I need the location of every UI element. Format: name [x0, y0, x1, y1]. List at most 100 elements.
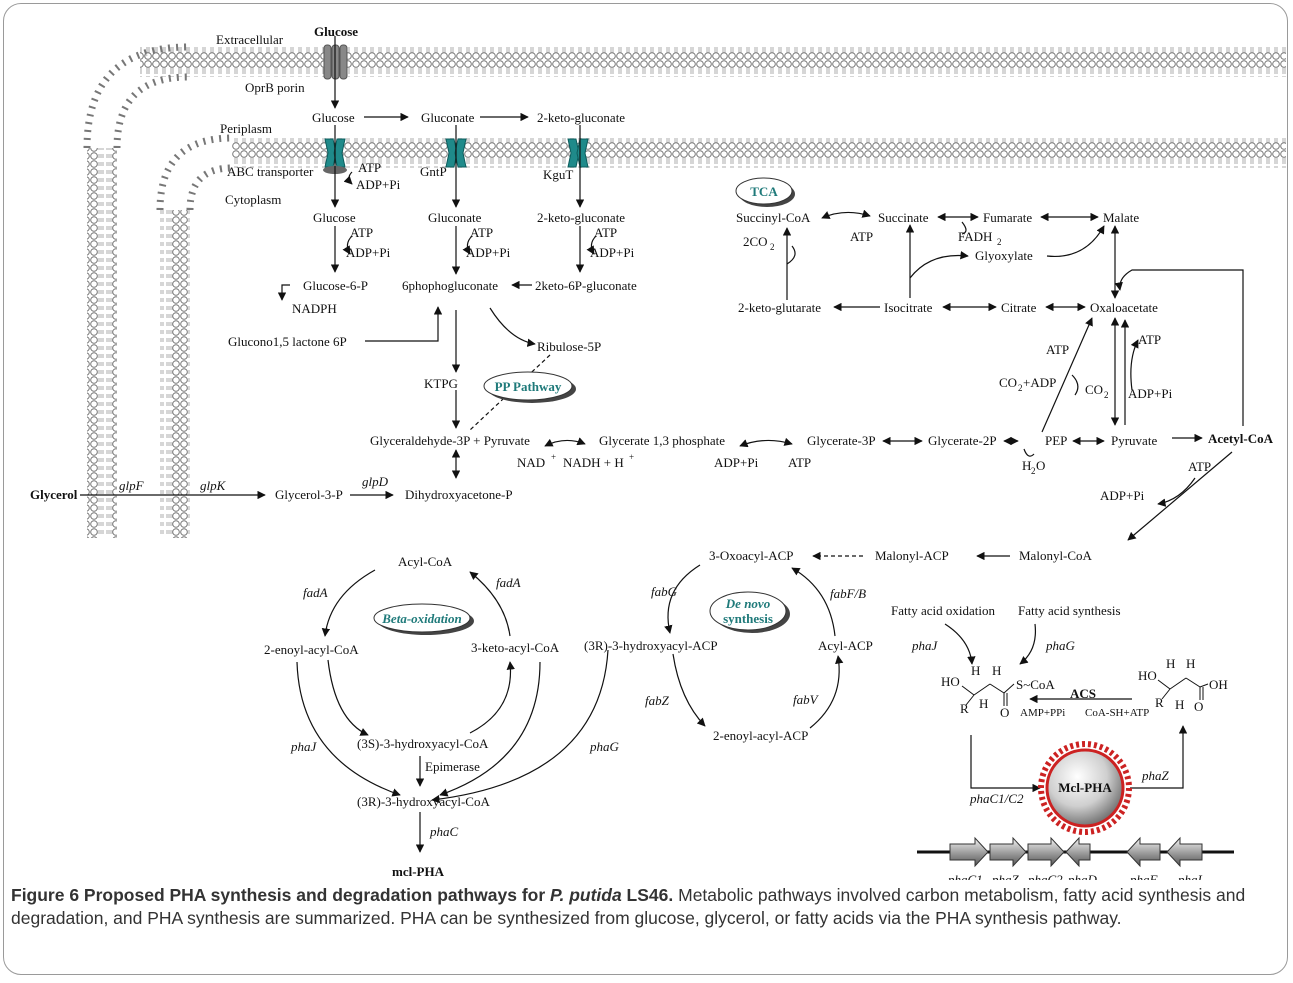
enoylcoa: 2-enoyl-acyl-CoA	[264, 642, 359, 657]
succinylcoa: Succinyl-CoA	[736, 210, 811, 225]
atp-3: ATP	[594, 225, 617, 240]
atp-pep: ATP	[1046, 342, 1069, 357]
atp-acc: ATP	[1188, 459, 1211, 474]
kg6p: 2keto-6P-gluconate	[535, 278, 637, 293]
adppi-gly: ADP+Pi	[714, 455, 759, 470]
pp-pathway-bubble: PP Pathway	[483, 371, 576, 403]
coash: CoA-SH+ATP	[1085, 707, 1149, 719]
fa-ox: Fatty acid oxidation	[891, 603, 995, 618]
acylacp: Acyl-ACP	[818, 638, 873, 653]
gene-glpk: glpK	[200, 478, 227, 493]
glucose-peri: Glucose	[312, 110, 355, 125]
ketoacylcoa: 3-keto-acyl-CoA	[471, 640, 560, 655]
adppi-abc: ADP+Pi	[356, 177, 401, 192]
hydroxy-acid-structure	[1157, 677, 1209, 700]
glycerate2p: Glycerate-2P	[928, 433, 997, 448]
svg-text:2: 2	[770, 242, 775, 252]
nad: NAD	[517, 455, 545, 470]
r-right: R	[1155, 695, 1164, 710]
atp-tca: ATP	[850, 229, 873, 244]
phosphogluconate: 6phophogluconate	[402, 278, 498, 293]
ktpg: KTPG	[424, 376, 458, 391]
adppi-3: ADP+Pi	[590, 245, 635, 260]
pathway-diagram: Extracellular OprB porin Periplasm ABC t…	[30, 24, 1286, 880]
akg: 2-keto-glutarate	[738, 300, 821, 315]
kg-peri: 2-keto-gluconate	[537, 110, 625, 125]
gene-phaj1: phaJ	[290, 739, 318, 754]
gene-fabfb: fabF/B	[830, 586, 866, 601]
operon-phaz: phaZ	[991, 872, 1020, 880]
dhap: Dihydroxyacetone-P	[405, 487, 513, 502]
o-right: O	[1194, 699, 1203, 714]
atp-pyr: ATP	[1138, 332, 1161, 347]
citrate: Citrate	[1001, 300, 1037, 315]
gene-phac: phaC	[429, 824, 459, 839]
caption-species: P. putida	[550, 885, 622, 905]
hydroxyacylacp: (3R)-3-hydroxyacyl-ACP	[584, 638, 718, 653]
acylcoa: Acyl-CoA	[398, 554, 453, 569]
gene-phaj2: phaJ	[911, 638, 939, 653]
kg-cyt: 2-keto-gluconate	[537, 210, 625, 225]
gene-phaz: phaZ	[1141, 768, 1170, 783]
tca-bubble: TCA	[735, 177, 795, 207]
acetylcoa: Acetyl-CoA	[1208, 431, 1274, 446]
glucose-ext: Glucose	[314, 24, 358, 39]
o-left: O	[1000, 705, 1009, 720]
atp-abc: ATP	[358, 160, 381, 175]
label-cytoplasm: Cytoplasm	[225, 192, 281, 207]
atp-gly: ATP	[788, 455, 811, 470]
malonyl-arrows	[812, 451, 1233, 561]
h-right-2: H	[1186, 656, 1195, 671]
h-left-1: H	[971, 663, 980, 678]
granule-label: Mcl-PHA	[1058, 780, 1112, 795]
r-left: R	[960, 701, 969, 716]
svg-text:+: +	[629, 452, 634, 462]
svg-text:2: 2	[1104, 390, 1109, 400]
gene-glpf: glpF	[119, 478, 145, 493]
malate: Malate	[1103, 210, 1139, 225]
nadh: NADH + H	[563, 455, 624, 470]
adppi-2: ADP+Pi	[466, 245, 511, 260]
epimerase: Epimerase	[425, 759, 480, 774]
label-periplasm: Periplasm	[220, 121, 272, 136]
glyoxylate: Glyoxylate	[975, 248, 1033, 263]
gene-fada1: fadA	[303, 585, 328, 600]
mclpha: mcl-PHA	[392, 864, 445, 879]
nadph: NADPH	[292, 301, 337, 316]
beta-label: Beta-oxidation	[381, 611, 461, 626]
fa-syn: Fatty acid synthesis	[1018, 603, 1121, 618]
ampppi: AMP+PPi	[1020, 707, 1065, 719]
pp-pathway-label: PP Pathway	[495, 379, 562, 394]
gene-fada2: fadA	[496, 575, 521, 590]
adppi-1: ADP+Pi	[346, 245, 391, 260]
gene-fabv: fabV	[793, 692, 820, 707]
fadh: FADH	[958, 229, 992, 244]
pha-arrows	[944, 623, 1188, 793]
oxoacylacp: 3-Oxoacyl-ACP	[709, 548, 794, 563]
co2adp-tail: +ADP	[1023, 375, 1056, 390]
s-coa: S~CoA	[1016, 677, 1055, 692]
gene-fabg: fabG	[651, 584, 678, 599]
pep: PEP	[1045, 433, 1067, 448]
caption-strain: LS46.	[621, 885, 674, 905]
label-gntp: GntP	[420, 164, 447, 179]
atp-1: ATP	[350, 225, 373, 240]
oh-right: OH	[1209, 677, 1228, 692]
r-hydroxy: (3R)-3-hydroxyacyl-CoA	[357, 794, 490, 809]
pha-granule-icon: Mcl-PHA	[1038, 741, 1132, 835]
gene-phac12: phaC1/C2	[969, 791, 1024, 806]
h-right-1: H	[1166, 656, 1175, 671]
label-abc: ABC transporter	[227, 164, 314, 179]
glycerol3p: Glycerol-3-P	[275, 487, 343, 502]
denovo-label-2: synthesis	[723, 611, 773, 626]
two-co2: 2CO	[743, 234, 768, 249]
atp-2: ATP	[470, 225, 493, 240]
ho-left: HO	[941, 674, 960, 689]
co2-pyr: CO	[1085, 382, 1103, 397]
enoylacp: 2-enoyl-acyl-ACP	[713, 728, 808, 743]
caption-body: Metabolic pathways involved carbon metab…	[11, 885, 1246, 928]
s-hydroxy: (3S)-3-hydroxyacyl-CoA	[357, 736, 489, 751]
denovo-label-1: De novo	[725, 596, 771, 611]
tca-arrows	[782, 209, 1120, 312]
label-extracellular: Extracellular	[216, 32, 284, 47]
